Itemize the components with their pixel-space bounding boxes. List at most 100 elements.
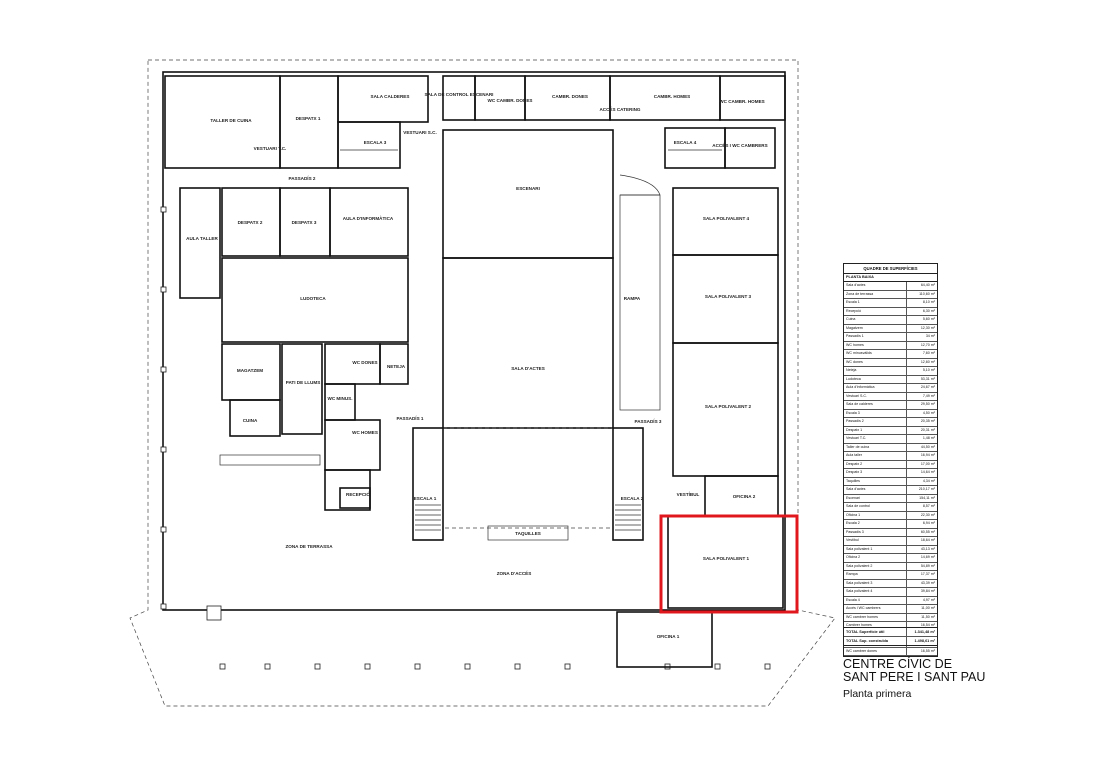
room-acces-catering: ACCÉS CATERING bbox=[599, 105, 640, 112]
row-name: Sala d'actes bbox=[844, 486, 907, 494]
row-value: 12,70 m² bbox=[920, 342, 935, 347]
top-rooms bbox=[164, 75, 786, 169]
row-name: Sala polivalent 2 bbox=[844, 562, 907, 570]
room-rampa: RAMPA bbox=[624, 296, 641, 301]
row-value: 43,39 m² bbox=[920, 580, 935, 585]
building-outline bbox=[162, 71, 786, 611]
row-name: Escala 2 bbox=[844, 520, 907, 528]
room-cambr-dones: CAMBR. DONES bbox=[552, 94, 588, 99]
row-name: Despatx 1 bbox=[844, 426, 907, 434]
room-despatx-3: DESPATX 3 bbox=[292, 220, 317, 225]
table-row: Oficina 2 14,69 m² bbox=[844, 554, 937, 563]
row-value: 43,13 m² bbox=[920, 546, 935, 551]
room-acces-wc-cambrers: ACCÉS I WC CAMBRERS bbox=[712, 141, 767, 148]
room-sala-polivalent-2: SALA POLIVALENT 2 bbox=[705, 404, 752, 409]
row-value: 154,11 m² bbox=[919, 495, 935, 500]
row-name: Despatx 3 bbox=[844, 469, 907, 477]
row-value: 64,40 m² bbox=[920, 283, 935, 287]
row-value: 18,64 m² bbox=[920, 538, 935, 542]
room-wc-cambr-dones: WC CAMBR. DONES bbox=[488, 98, 533, 103]
room-passadis-3: PASSADÍS 3 bbox=[635, 417, 662, 424]
row-value: 4,97 m² bbox=[922, 597, 935, 602]
row-value: 14,69 m² bbox=[920, 555, 935, 559]
room-ludoteca: LUDOTECA bbox=[300, 296, 326, 301]
row-name: Aula taller bbox=[844, 452, 907, 460]
row-name: Escenari bbox=[844, 494, 907, 502]
table-row: Sala de control 8,57 m² bbox=[844, 503, 937, 512]
room-wc-homes: WC HOMES bbox=[352, 430, 378, 435]
surface-table-section: PLANTA BAIXA bbox=[844, 274, 937, 282]
room-despatx-1: DESPATX 1 bbox=[296, 116, 321, 121]
plan-title-block: CENTRE CÍVIC DE SANT PERE I SANT PAU Pla… bbox=[843, 658, 1043, 701]
row-value: 53,31 m² bbox=[920, 376, 935, 381]
row-name: Oficina 1 bbox=[844, 511, 907, 519]
row-value: 24,67 m² bbox=[920, 385, 935, 389]
table-row: WC cambrer dones 16,55 m² bbox=[844, 647, 937, 656]
row-name: Passadís 3 bbox=[844, 528, 907, 536]
row-name: Vestuari T.C. bbox=[844, 435, 907, 443]
row-name: Cuina bbox=[844, 316, 907, 324]
row-name: Ludoteca bbox=[844, 375, 907, 383]
row-value: 16,54 m² bbox=[920, 623, 935, 627]
room-labels: TALLER DE CUINA DESPATX 1 SALA CALDERES … bbox=[186, 92, 768, 639]
row-value: 7,49 m² bbox=[922, 393, 935, 398]
room-oficina-1: OFICINA 1 bbox=[657, 634, 680, 639]
row-value: 11,00 m² bbox=[921, 606, 935, 610]
table-row: Vestuari S.C.7,49 m² bbox=[844, 392, 937, 401]
room-sala-polivalent-3: SALA POLIVALENT 3 bbox=[705, 294, 752, 299]
room-zona-terrassa: ZONA DE TERRASSA bbox=[285, 544, 333, 549]
row-name: Sala d'actes bbox=[844, 282, 907, 290]
plan-subtitle: Planta primera bbox=[843, 688, 912, 700]
row-name: Passadís 1 bbox=[844, 333, 907, 341]
room-passadis-1: PASSADÍS 1 bbox=[397, 414, 424, 421]
site-boundary bbox=[129, 59, 836, 707]
row-value: 60,55 m² bbox=[920, 529, 935, 534]
row-value: 6,30 m² bbox=[922, 308, 935, 313]
row-value: 22,30 m² bbox=[920, 512, 935, 517]
row-name: Sala de control bbox=[844, 503, 907, 511]
row-name: Sala polivalent 3 bbox=[844, 579, 907, 587]
row-value: 11,50 m² bbox=[921, 614, 935, 619]
row-value: 12,30 m² bbox=[920, 325, 935, 330]
room-pati-llums: PATI DE LLUMS bbox=[286, 380, 321, 385]
row-value: 17,00 m² bbox=[920, 461, 935, 466]
room-escenari: ESCENARI bbox=[516, 186, 540, 191]
row-value: 8,57 m² bbox=[922, 504, 935, 508]
row-name: Taquilles bbox=[844, 477, 907, 485]
room-taller-cuina: TALLER DE CUINA bbox=[210, 118, 252, 123]
room-escala-3: ESCALA 3 bbox=[364, 140, 387, 145]
row-name: Oficina 2 bbox=[844, 554, 907, 562]
row-value: 16,55 m² bbox=[920, 648, 935, 653]
row-name: WC dones bbox=[844, 358, 907, 366]
left-rooms bbox=[179, 187, 409, 511]
row-value: 12,60 m² bbox=[920, 359, 935, 364]
floor-plan: TALLER DE CUINA DESPATX 1 SALA CALDERES … bbox=[129, 59, 836, 707]
table-row: Escenari 154,11 m² bbox=[844, 494, 937, 503]
row-name: WC minusvàlids bbox=[844, 350, 907, 358]
room-vestuari-tc: VESTUARI T.C. bbox=[254, 146, 287, 151]
title-line-1: CENTRE CÍVIC DE bbox=[843, 657, 953, 671]
room-despatx-2: DESPATX 2 bbox=[238, 220, 263, 225]
row-value: 110,60 m² bbox=[919, 291, 935, 296]
totals-name: TOTAL Superfície útil bbox=[844, 628, 907, 636]
totals-value: 1.498,61 m² bbox=[914, 639, 935, 643]
row-value: 17,37 m² bbox=[920, 572, 935, 576]
room-escala-4: ESCALA 4 bbox=[674, 140, 697, 145]
row-name: Passadís 2 bbox=[844, 418, 907, 426]
row-value: 29,50 m² bbox=[920, 402, 935, 406]
row-name: WC cambrer dones bbox=[844, 647, 907, 655]
table-row: Sala d'actes 64,40 m² bbox=[844, 282, 937, 291]
